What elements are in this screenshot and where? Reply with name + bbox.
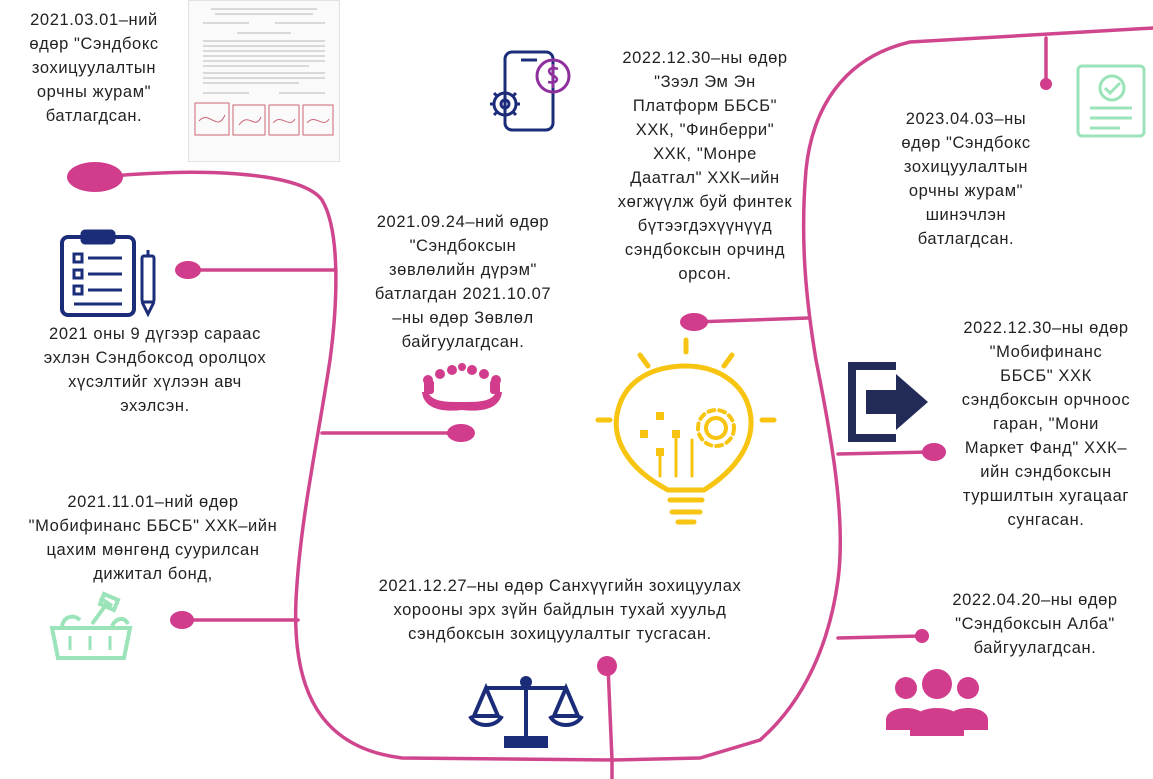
certificate-icon xyxy=(1076,64,1146,138)
dot-2023-04-03 xyxy=(1040,78,1052,90)
timeline-path xyxy=(100,26,1153,779)
scales-icon xyxy=(468,676,584,748)
exit-arrow-icon xyxy=(848,362,928,442)
timeline-dots xyxy=(67,78,1052,676)
people-group-icon xyxy=(886,669,988,736)
dot-2021-09 xyxy=(175,261,201,279)
event-2021-03-01: 2021.03.01–ний өдөр "Сэндбокс зохицуулал… xyxy=(29,11,159,125)
event-2022-12-30-b: 2022.12.30–ны өдөр "Мобифинанс ББСБ" ХХК… xyxy=(961,319,1131,529)
dot-2021-09-24 xyxy=(447,424,475,442)
dot-2021-12-27 xyxy=(597,656,617,676)
timeline-main-loop xyxy=(100,170,614,779)
branch-2022-04-20 xyxy=(836,634,924,640)
branch-2022-12-30-a xyxy=(692,316,810,324)
basket-icon xyxy=(49,591,133,660)
timeline-right-loop xyxy=(610,26,1153,762)
hands-icon xyxy=(422,363,502,411)
event-2021-09-24: 2021.09.24–ний өдөр "Сэндбоксын зөвлөлий… xyxy=(374,213,552,351)
dot-2022-04-20 xyxy=(915,629,929,643)
lightbulb-gear-icon xyxy=(595,337,777,525)
clipboard-list-icon xyxy=(60,229,136,317)
branch-2021-12-27 xyxy=(606,664,614,762)
dot-2021-03-01 xyxy=(67,162,123,192)
phone-dollar-gear-icon xyxy=(490,50,571,132)
dot-2022-12-30-a xyxy=(680,313,708,331)
branch-2022-12-30-b xyxy=(836,450,932,456)
event-2022-04-20: 2022.04.20–ны өдөр "Сэндбоксын Алба" бай… xyxy=(952,591,1118,657)
event-2021-09: 2021 оны 9 дүгээр сараас эхлэн Сэндбоксо… xyxy=(43,325,267,415)
event-2023-04-03: 2023.04.03–ны өдөр "Сэндбокс зохицуулалт… xyxy=(901,110,1031,248)
event-2021-12-27: 2021.12.27–ны өдөр Санхүүгийн зохицуулах… xyxy=(378,577,742,643)
document-thumbnail xyxy=(188,0,340,162)
dot-2021-11-01 xyxy=(170,611,194,629)
dot-2022-12-30-b xyxy=(922,443,946,461)
event-2022-12-30-a: 2022.12.30–ны өдөр "Зээл Эм Эн Платформ … xyxy=(617,49,793,283)
pen-icon xyxy=(140,250,156,318)
event-2021-11-01: 2021.11.01–ний өдөр "Мобифинанс ББСБ" ХХ… xyxy=(28,493,278,583)
